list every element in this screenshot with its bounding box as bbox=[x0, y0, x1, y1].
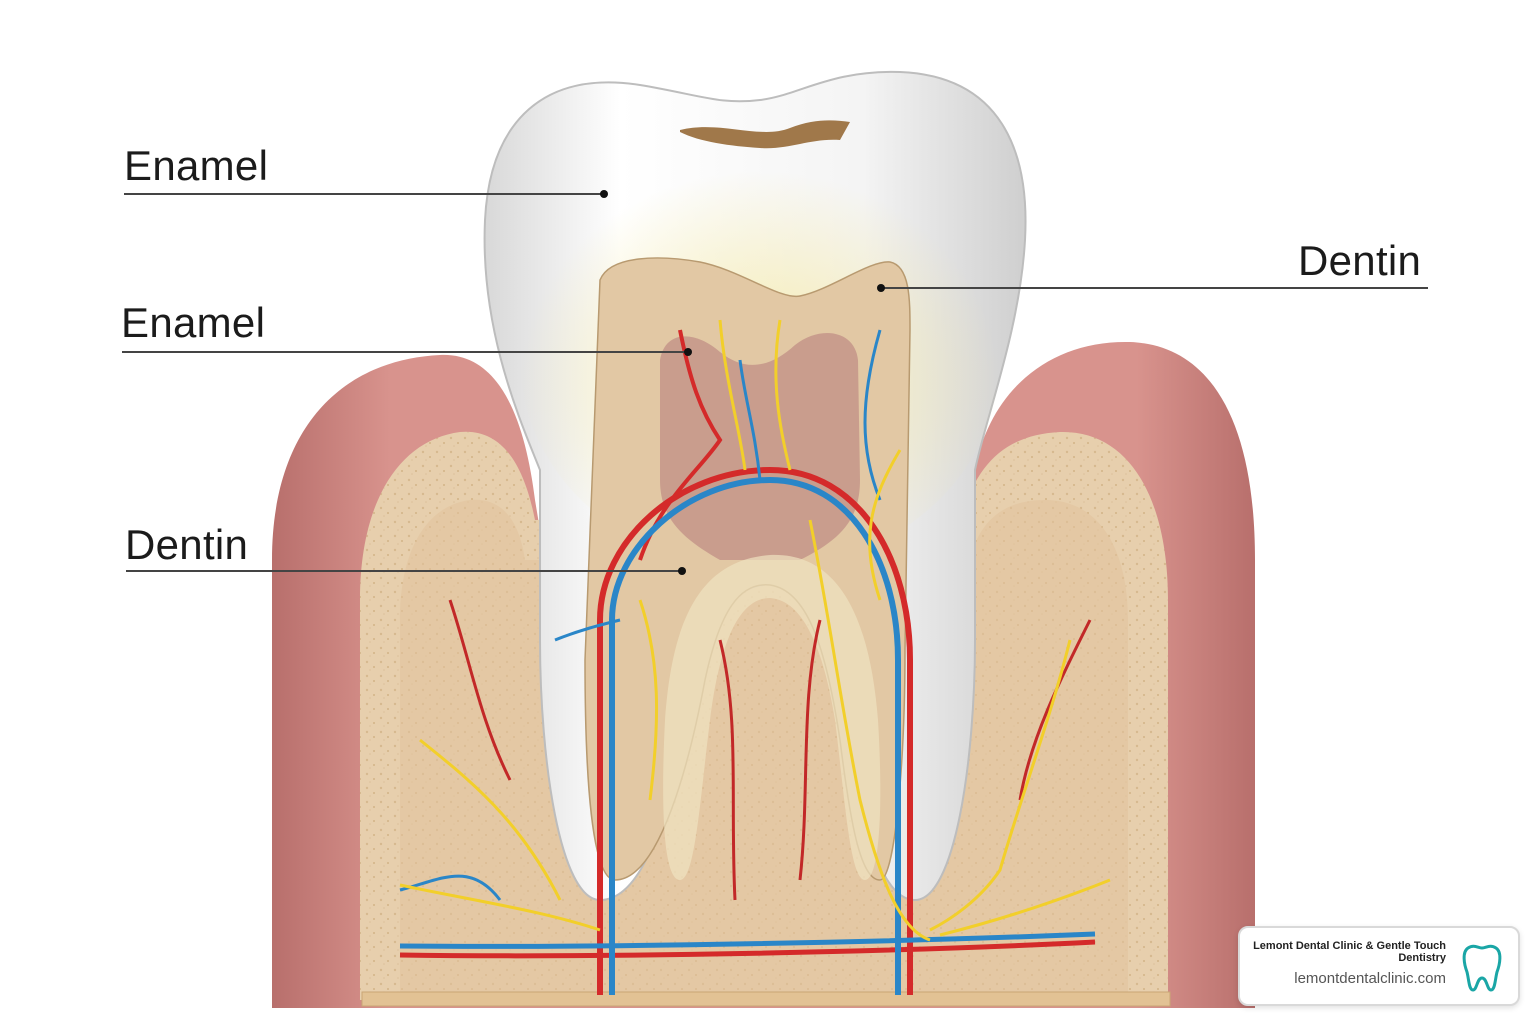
artery-branch bbox=[1018, 619, 1092, 801]
vein-branch bbox=[863, 329, 882, 501]
nerve-branch bbox=[939, 878, 1111, 937]
nerve-branch bbox=[419, 738, 562, 901]
label-enamel-mid: Enamel bbox=[121, 299, 266, 346]
leader-dot bbox=[678, 567, 686, 575]
nerve-branch bbox=[929, 639, 1072, 932]
leader-dot bbox=[600, 190, 608, 198]
nerve-branch bbox=[774, 319, 792, 471]
tooth-icon bbox=[1462, 944, 1502, 992]
nerve-branch bbox=[868, 449, 902, 601]
clinic-name: Lemont Dental Clinic & Gentle Touch Dent… bbox=[1253, 940, 1446, 964]
artery-horizontal bbox=[399, 939, 1096, 959]
clinic-url: lemontdentalclinic.com bbox=[1294, 970, 1446, 987]
artery-branch bbox=[448, 599, 512, 781]
nerve-branch bbox=[808, 519, 931, 942]
artery-branch bbox=[798, 619, 822, 881]
leader-dot bbox=[877, 284, 885, 292]
nerve-branch bbox=[718, 319, 747, 471]
artery-main bbox=[597, 466, 913, 995]
vein-main bbox=[609, 476, 901, 995]
label-enamel-top: Enamel bbox=[124, 142, 269, 189]
vein-branch bbox=[738, 359, 762, 481]
base-strip bbox=[361, 991, 1171, 1007]
vein-horizontal bbox=[399, 931, 1096, 949]
clinic-badge: Lemont Dental Clinic & Gentle Touch Dent… bbox=[1238, 926, 1520, 1006]
root-canal-space bbox=[663, 554, 881, 880]
label-dentin-right: Dentin bbox=[1298, 237, 1422, 284]
nerve-branch bbox=[399, 883, 601, 932]
label-dentin-left: Dentin bbox=[125, 521, 249, 568]
vein-branch bbox=[554, 618, 621, 642]
pulp-chamber bbox=[660, 333, 860, 560]
occlusal-groove bbox=[680, 120, 850, 149]
artery-branch bbox=[638, 329, 723, 561]
leader-dot bbox=[684, 348, 692, 356]
nerve-branch bbox=[638, 599, 659, 801]
artery-branch bbox=[718, 639, 737, 901]
